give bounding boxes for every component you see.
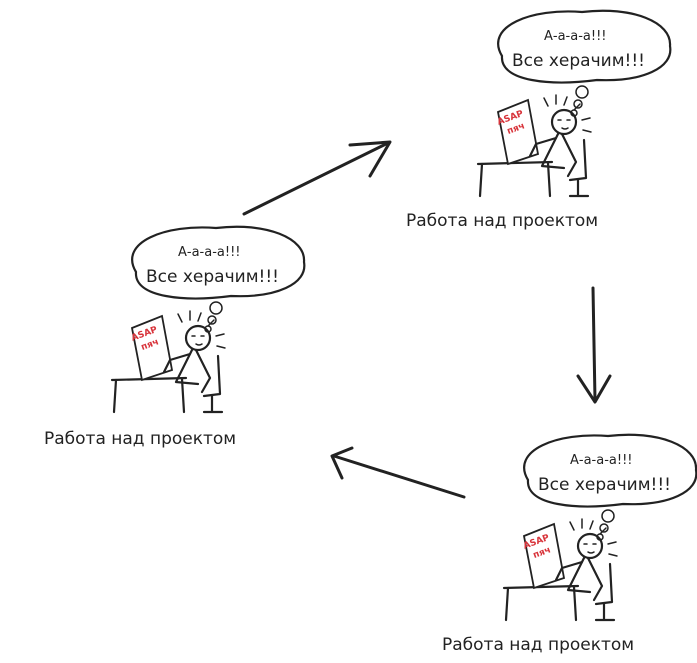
caption: Работа над проектом [406,211,598,231]
node-left: А-а-а-а!!! Все херачим!!! ASAP пяч Работ… [44,225,306,449]
caption: Работа над проектом [44,429,236,449]
shout-text: А-а-а-а!!! [570,453,633,468]
thought-text: Все херачим!!! [146,267,279,287]
arrow-down [576,286,612,404]
cycle-arrows [242,140,612,499]
thought-text: Все херачим!!! [538,475,671,495]
shout-text: А-а-а-а!!! [178,245,241,260]
node-bottom-right: А-а-а-а!!! Все херачим!!! ASAP пяч Работ… [442,433,697,655]
caption: Работа над проектом [442,635,634,655]
thought-text: Все херачим!!! [512,51,645,71]
node-top-right: А-а-а-а!!! Все херачим!!! ASAP пяч Работ… [406,9,672,231]
arrow-to-top-right [242,140,392,216]
arrow-to-left [330,446,466,499]
shout-text: А-а-а-а!!! [544,29,607,44]
